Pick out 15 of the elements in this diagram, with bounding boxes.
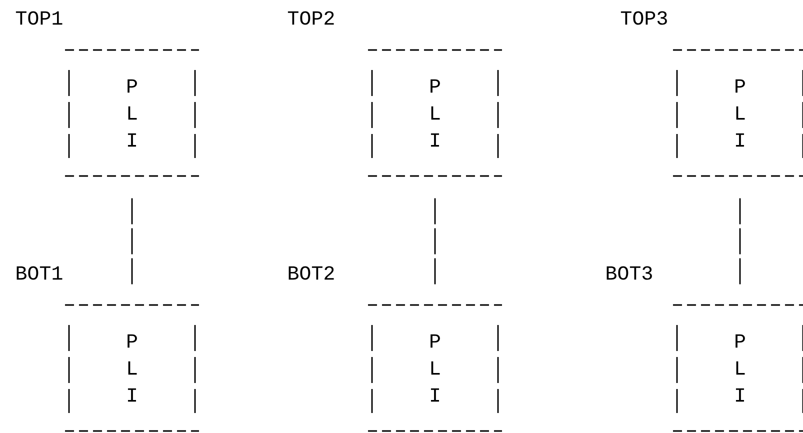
- box-heading: BOT2: [288, 266, 334, 280]
- box-heading: TOP2: [288, 11, 334, 25]
- process-box: P L I: [368, 49, 502, 177]
- process-box: P L I: [673, 49, 803, 177]
- process-box: P L I: [673, 304, 803, 432]
- box-heading: BOT1: [16, 266, 62, 280]
- process-box: P L I: [65, 49, 199, 177]
- box-heading: TOP3: [620, 11, 667, 25]
- connector-line: [739, 198, 741, 285]
- process-box: P L I: [368, 304, 502, 432]
- box-heading: TOP1: [16, 11, 62, 25]
- connector-line: [434, 198, 436, 285]
- box-heading: BOT3: [606, 266, 652, 280]
- process-box: P L I: [65, 304, 199, 432]
- connector-line: [131, 198, 133, 285]
